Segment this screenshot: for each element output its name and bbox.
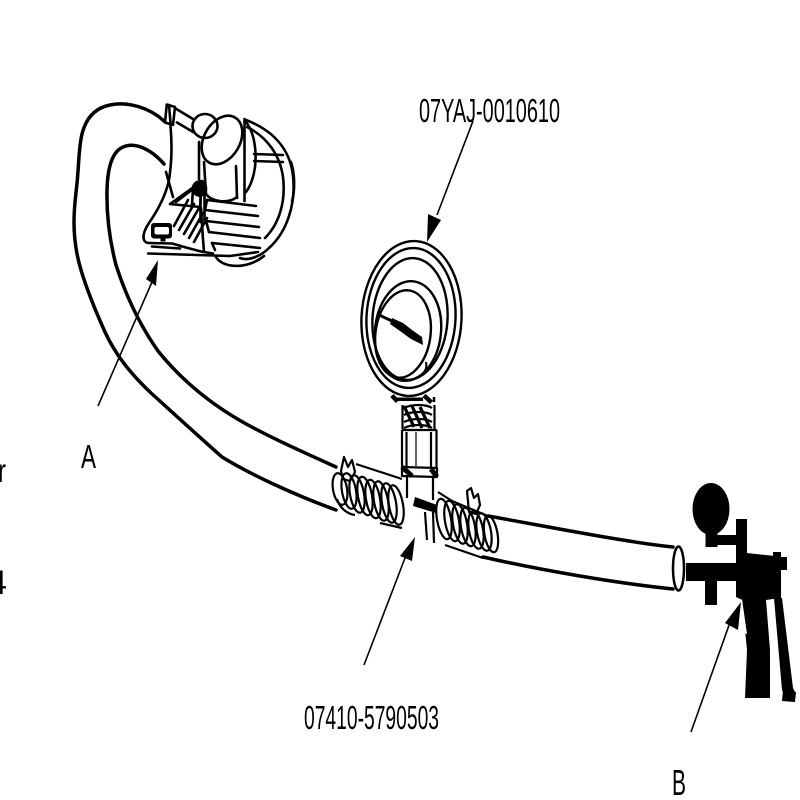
svg-text:r: r — [0, 452, 6, 489]
svg-text:07410-5790503: 07410-5790503 — [304, 699, 439, 736]
svg-text:B: B — [672, 762, 686, 800]
svg-text:4: 4 — [0, 564, 7, 602]
svg-text:A: A — [81, 438, 96, 475]
svg-text:07YAJ-0010610: 07YAJ-0010610 — [419, 92, 560, 129]
